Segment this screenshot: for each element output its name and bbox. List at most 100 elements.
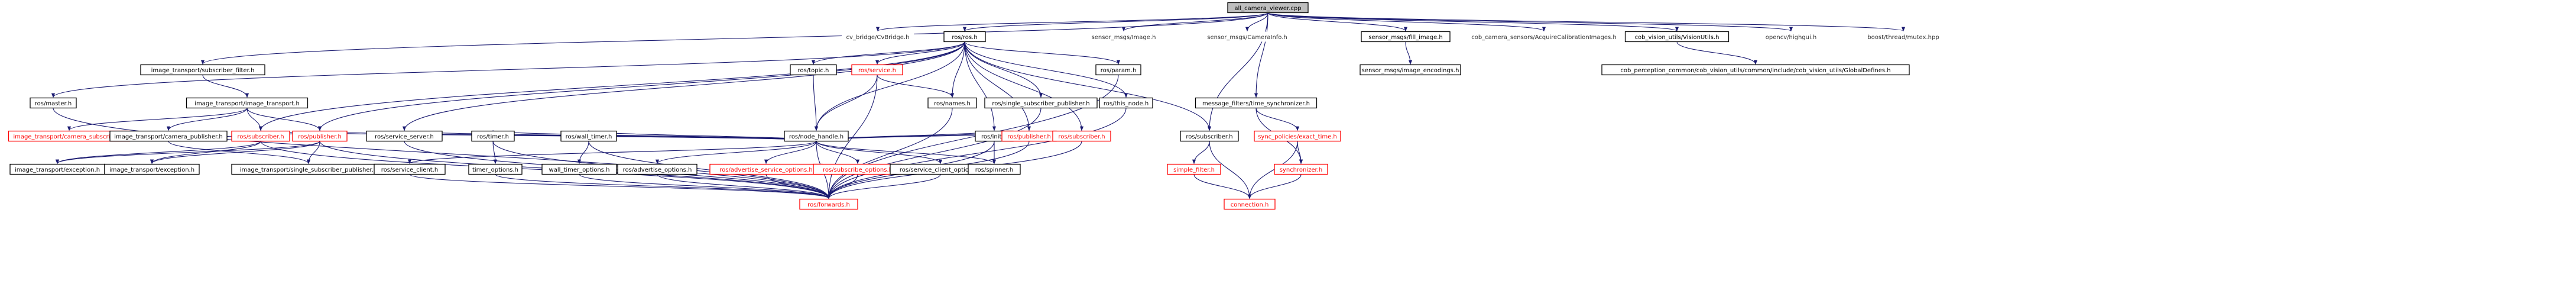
node-ros-master[interactable]: ros/master.h	[30, 97, 77, 109]
node-ros-service-server[interactable]: ros/service_server.h	[366, 130, 443, 142]
node-box	[1095, 64, 1141, 76]
node-box	[541, 163, 617, 175]
node-box	[1862, 31, 1945, 42]
node-connection[interactable]: connection.h	[1224, 198, 1276, 210]
edge-ros_wall_timer-to-wall_timer_options	[577, 141, 589, 165]
edge-it_image_transport-to-it_camera_publisher	[166, 108, 248, 131]
node-box	[984, 97, 1098, 109]
node-label: image_transport/image_transport.h	[194, 101, 300, 107]
edge-all_camera_viewer-to-cob_acquire	[1267, 12, 1546, 32]
node-timer-options[interactable]: timer_options.h	[468, 163, 523, 175]
node-it-subscriber-filter[interactable]: image_transport/subscriber_filter.h	[140, 64, 265, 76]
edge-ros_topic-to-ros_node_handle	[813, 75, 819, 131]
node-ros-subscriber-l[interactable]: ros/subscriber.h	[231, 130, 290, 142]
node-ros-subscribe-options[interactable]: ros/subscribe_options.h	[813, 163, 903, 175]
node-ros-subscriber-mf[interactable]: ros/subscriber.h	[1180, 130, 1239, 142]
edge-ros_ros-to-ros_subscriber_mf	[964, 41, 1212, 131]
node-ros-node-handle[interactable]: ros/node_handle.h	[784, 130, 849, 142]
node-sensor-fill-image[interactable]: sensor_msgs/fill_image.h	[1361, 31, 1451, 43]
node-simple-filter[interactable]: simple_filter.h	[1167, 163, 1221, 175]
edge-all_camera_viewer-to-cob_visionutils	[1267, 12, 1679, 32]
node-sensor-image[interactable]: sensor_msgs/Image.h	[1088, 31, 1160, 42]
node-ros-subscriber-r[interactable]: ros/subscriber.h	[1052, 130, 1111, 142]
node-ros-service-client[interactable]: ros/service_client.h	[374, 163, 446, 175]
node-ros-topic[interactable]: ros/topic.h	[790, 64, 837, 76]
node-box	[140, 64, 265, 76]
edge-wall_timer_options-to-ros_forwards	[579, 174, 830, 199]
node-ros-publisher-l[interactable]: ros/publisher.h	[292, 130, 348, 142]
node-box	[1361, 31, 1451, 43]
node-all-camera-viewer[interactable]: all_camera_viewer.cpp	[1227, 2, 1309, 14]
edge-ros_advertise_options-to-ros_forwards	[657, 174, 830, 199]
edge-ros_ros-to-ros_node_handle	[814, 41, 965, 131]
node-box	[968, 163, 1021, 175]
edge-all_camera_viewer-to-boost_mutex	[1267, 12, 1905, 32]
node-sync-exact-time[interactable]: sync_policies/exact_time.h	[1254, 130, 1341, 142]
edge-all_camera_viewer-to-sensor_camerainfo	[1245, 12, 1268, 32]
node-box	[1224, 198, 1276, 210]
node-ros-ros[interactable]: ros/ros.h	[943, 31, 986, 43]
node-label: ros/node_handle.h	[789, 134, 843, 140]
node-it-camera-publisher[interactable]: image_transport/camera_publisher.h	[109, 130, 228, 142]
node-box	[231, 130, 290, 142]
node-label: cob_perception_common/cob_vision_utils/c…	[1620, 67, 1890, 74]
node-label: ros/ros.h	[952, 34, 977, 41]
edge-ros_wall_timer-to-ros_forwards	[588, 141, 831, 199]
node-label: ros/names.h	[934, 101, 971, 107]
edge-ros_ros-to-ros_single_sub_pub	[964, 41, 1043, 98]
node-ros-publisher-r[interactable]: ros/publisher.h	[1001, 130, 1057, 142]
node-ros-advertise-options[interactable]: ros/advertise_options.h	[617, 163, 697, 175]
node-box	[799, 198, 858, 210]
node-label: ros/service_client.h	[381, 167, 438, 173]
node-it-exception-a[interactable]: image_transport/exception.h	[9, 163, 105, 175]
node-label: ros/param.h	[1101, 67, 1137, 74]
node-cob-acquire[interactable]: cob_camera_sensors/AcquireCalibrationIma…	[1464, 31, 1624, 42]
node-sensor-image-encodings[interactable]: sensor_msgs/image_encodings.h	[1360, 64, 1461, 76]
node-label: sensor_msgs/fill_image.h	[1368, 34, 1443, 41]
edge-ros_node_handle-to-ros_subscribe_options	[816, 141, 860, 165]
node-box	[468, 163, 523, 175]
node-opencv-highgui[interactable]: opencv/highgui.h	[1759, 31, 1824, 42]
node-mf-time-sync[interactable]: message_filters/time_synchronizer.h	[1195, 97, 1318, 109]
node-cob-visionutils[interactable]: cob_vision_utils/VisionUtils.h	[1624, 31, 1730, 43]
node-cv-bridge[interactable]: cv_bridge/CvBridge.h	[842, 31, 914, 42]
node-label: cob_camera_sensors/AcquireCalibrationIma…	[1471, 34, 1617, 41]
node-label: image_transport/exception.h	[109, 167, 194, 173]
node-box	[1088, 31, 1160, 42]
node-it-exception-b[interactable]: image_transport/exception.h	[104, 163, 200, 175]
node-label: ros/service.h	[858, 67, 896, 74]
node-ros-this-node[interactable]: ros/this_node.h	[1099, 97, 1153, 109]
node-label: ros/spinner.h	[975, 167, 1013, 173]
node-box	[790, 64, 837, 76]
node-ros-advertise-service-options[interactable]: ros/advertise_service_options.h	[709, 163, 823, 175]
node-label: image_transport/camera_subscriber.h	[13, 134, 125, 140]
edge-ros_publisher_l-to-it_single_sub_pub	[306, 141, 320, 165]
node-it-image-transport[interactable]: image_transport/image_transport.h	[186, 97, 309, 109]
node-boost-mutex[interactable]: boost/thread/mutex.hpp	[1862, 31, 1945, 42]
edge-all_camera_viewer-to-opencv_highgui	[1267, 12, 1793, 32]
node-ros-param[interactable]: ros/param.h	[1095, 64, 1141, 76]
node-synchronizer[interactable]: synchronizer.h	[1274, 163, 1328, 175]
edge-ros_node_handle-to-ros_service_client	[408, 141, 817, 165]
edge-ros_publisher_l-to-it_exception_b	[150, 141, 320, 165]
node-it-single-sub-pub[interactable]: image_transport/single_subscriber_publis…	[231, 163, 386, 175]
node-label: all_camera_viewer.cpp	[1234, 5, 1301, 12]
node-ros-spinner[interactable]: ros/spinner.h	[968, 163, 1021, 175]
node-wall-timer-options[interactable]: wall_timer_options.h	[541, 163, 617, 175]
node-ros-forwards[interactable]: ros/forwards.h	[799, 198, 858, 210]
node-label: cv_bridge/CvBridge.h	[846, 34, 910, 41]
node-ros-timer[interactable]: ros/timer.h	[471, 130, 515, 142]
node-ros-single-sub-pub[interactable]: ros/single_subscriber_publisher.h	[984, 97, 1098, 109]
edge-cob_visionutils-to-cob_globaldefines	[1676, 41, 1758, 65]
edge-ros_timer-to-timer_options	[492, 141, 498, 165]
node-ros-names[interactable]: ros/names.h	[927, 97, 977, 109]
node-box	[943, 31, 986, 43]
edge-ros_ros-to-ros_this_node	[964, 41, 1128, 98]
edge-ros_subscriber_mf-to-connection	[1209, 141, 1252, 199]
node-ros-service[interactable]: ros/service.h	[851, 64, 903, 76]
node-cob-globaldefines[interactable]: cob_perception_common/cob_vision_utils/c…	[1601, 64, 1910, 76]
node-box	[1254, 130, 1341, 142]
node-sensor-camerainfo[interactable]: sensor_msgs/CameraInfo.h	[1203, 31, 1292, 42]
dependency-nodes: all_camera_viewer.cpp cv_bridge/CvBridge.…	[8, 2, 1945, 210]
node-ros-wall-timer[interactable]: ros/wall_timer.h	[560, 130, 617, 142]
